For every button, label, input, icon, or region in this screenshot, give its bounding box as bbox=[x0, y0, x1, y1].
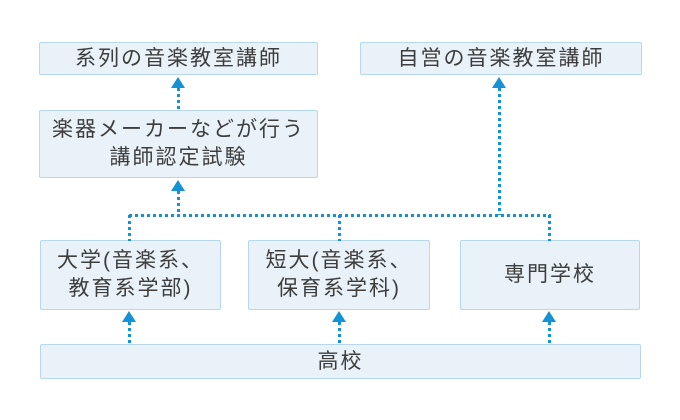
edge-exam-to-affiliated-line bbox=[177, 88, 180, 110]
node-junior-college: 短大(音楽系、 保育系学科) bbox=[248, 240, 430, 310]
connector-drop-university bbox=[128, 215, 131, 241]
connector-drop-junior-college bbox=[338, 215, 341, 241]
edge-trunk-to-self-employed-line bbox=[498, 88, 501, 215]
node-vocational-school: 専門学校 bbox=[460, 240, 640, 310]
edge-trunk-to-exam-line bbox=[177, 191, 180, 215]
edge-highschool-to-university-line bbox=[128, 322, 131, 344]
arrowhead-up-icon bbox=[492, 77, 506, 88]
node-self-employed-music-school-instructor: 自営の音楽教室講師 bbox=[360, 42, 642, 75]
edge-highschool-to-vocational-line bbox=[548, 322, 551, 344]
arrowhead-up-icon bbox=[171, 180, 185, 191]
arrowhead-up-icon bbox=[332, 311, 346, 322]
connector-drop-vocational-school bbox=[548, 215, 551, 241]
node-university: 大学(音楽系、 教育系学部) bbox=[40, 240, 221, 310]
arrowhead-up-icon bbox=[542, 311, 556, 322]
node-affiliated-music-school-instructor: 系列の音楽教室講師 bbox=[39, 42, 318, 75]
node-high-school: 高校 bbox=[40, 344, 641, 379]
arrowhead-up-icon bbox=[122, 311, 136, 322]
edge-highschool-to-junior-college-line bbox=[338, 322, 341, 344]
node-instructor-certification-exam: 楽器メーカーなどが行う 講師認定試験 bbox=[39, 110, 318, 178]
arrowhead-up-icon bbox=[171, 77, 185, 88]
